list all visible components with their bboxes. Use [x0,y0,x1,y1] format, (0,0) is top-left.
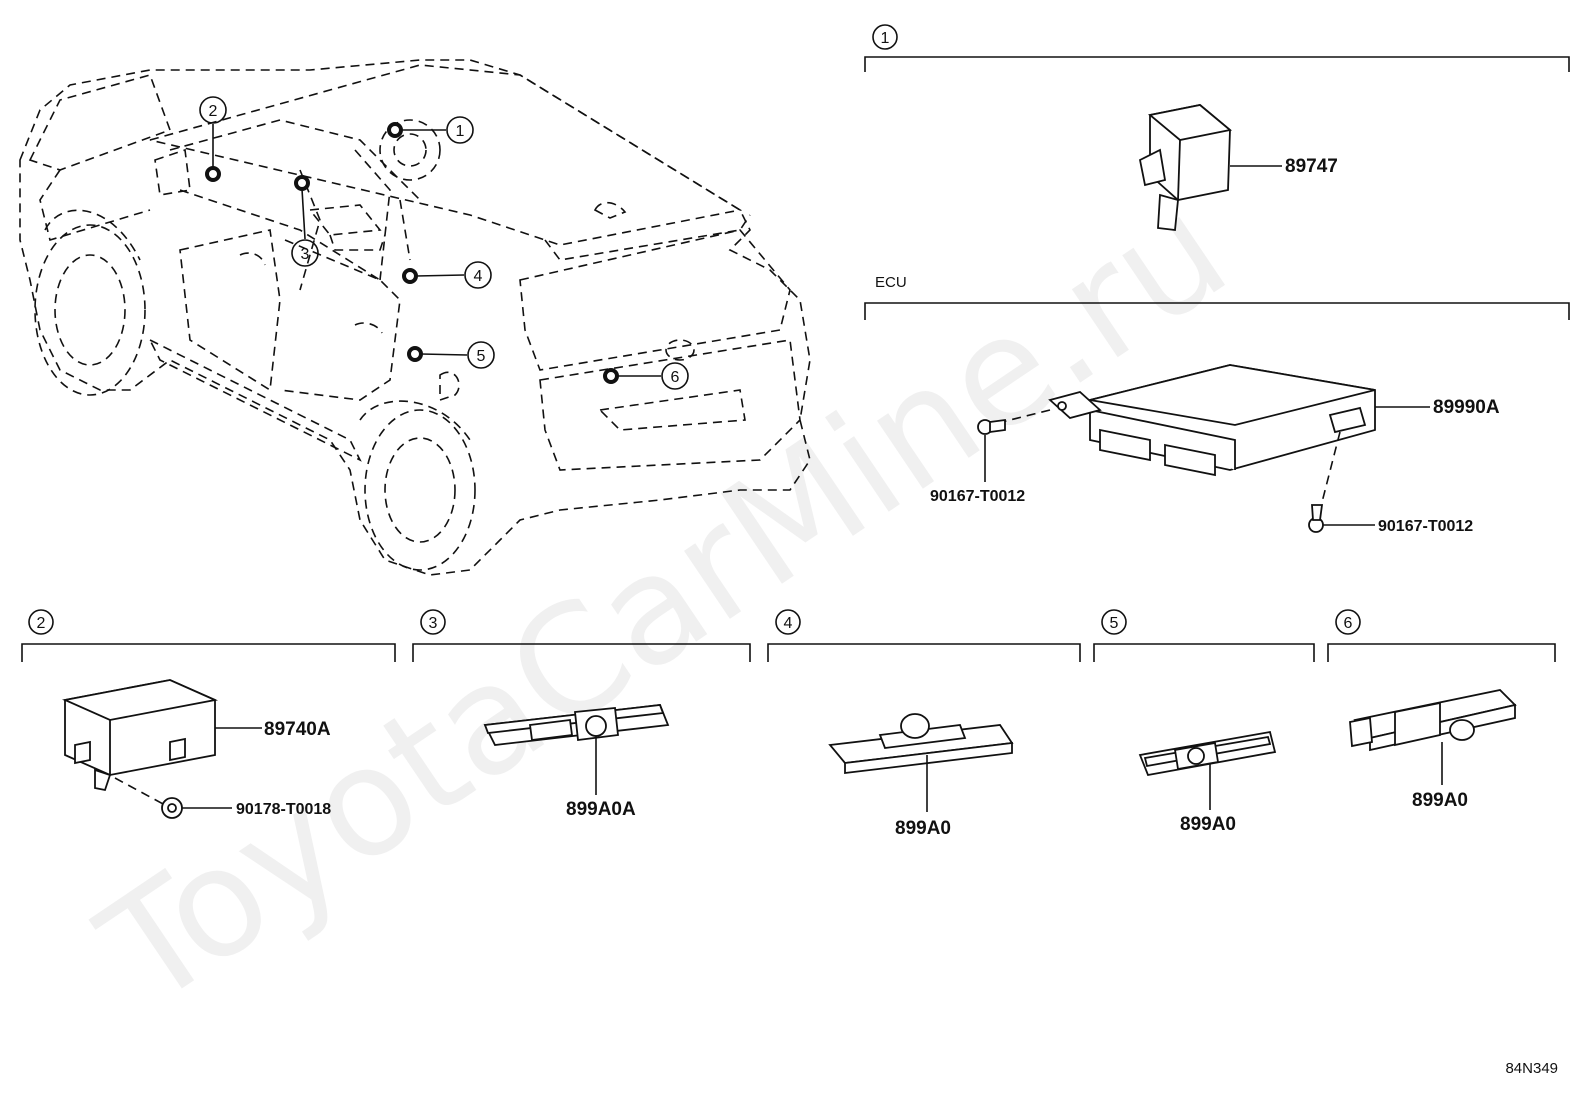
callout-circle-6 [661,362,689,390]
callout-circle-3 [291,239,319,267]
group-5-number: 5 [1110,615,1119,632]
group-3-number: 3 [429,615,438,632]
part-899A0-g6: 899A0 [1412,790,1468,811]
callout-2: 2 [209,103,218,120]
callout-circle-1 [446,116,474,144]
part-90167-T0012-left: 90167-T0012 [930,488,1025,505]
group-1-number: 1 [881,30,890,47]
callout-circle-4 [464,261,492,289]
part-89747-drawing [1138,104,1233,232]
clip-drawing [161,797,183,819]
group-2: 2 89740A 90178-T0018 [21,609,396,819]
vehicle-callouts: 1 2 3 4 5 6 [199,96,689,390]
callout-5: 5 [477,348,486,365]
part-899A0-g6-drawing [1349,689,1517,752]
group-4-number: 4 [784,615,793,632]
part-899A0-g5: 899A0 [1180,814,1236,835]
part-90167-T0012-right: 90167-T0012 [1378,518,1473,535]
group-3: 3 899A0A [412,609,751,820]
group-2-number: 2 [37,615,46,632]
group-ecu: ECU 89990A 90167-T0012 90167-T00 [864,274,1570,535]
part-89740A: 89740A [264,719,331,740]
bolt-right-drawing [1308,504,1324,533]
group-5: 5 899A0 [1093,609,1315,835]
part-89747: 89747 [1285,156,1338,177]
part-89740A-drawing [62,679,218,792]
callout-3: 3 [301,246,310,263]
callout-circle-5 [467,341,495,369]
part-899A0-g5-drawing [1138,730,1277,777]
part-899A0-g4-drawing [828,713,1014,775]
callout-circle-2 [199,96,227,124]
group-6-number: 6 [1344,615,1353,632]
part-90178-T0018: 90178-T0018 [236,801,331,818]
callout-4: 4 [474,268,483,285]
vehicle-illustration [19,59,811,576]
group-1: 1 89747 [864,24,1570,232]
part-899A0-g4: 899A0 [895,818,951,839]
part-899A0A: 899A0A [566,799,636,820]
part-899A0A-drawing [483,704,670,746]
group-4: 4 899A0 [767,609,1081,839]
part-89990A: 89990A [1433,397,1500,418]
watermark: ToyotaCarMine.ru [72,163,1256,1041]
callout-1: 1 [456,123,465,140]
ecu-title: ECU [875,274,907,291]
bolt-left-drawing [977,418,1006,435]
group-6: 6 899A0 [1327,609,1556,811]
callout-6: 6 [671,369,680,386]
ecu-drawing [1048,364,1376,477]
figure-code: 84N349 [1505,1060,1558,1077]
